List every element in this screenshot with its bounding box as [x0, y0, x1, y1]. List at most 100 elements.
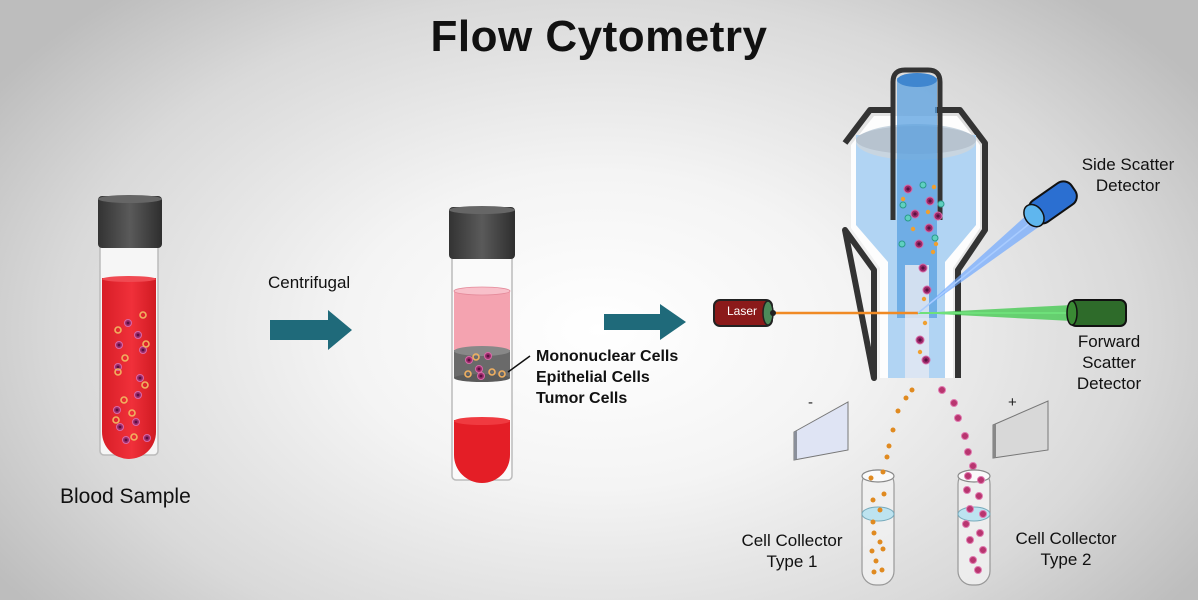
droplet-cell [966, 536, 974, 544]
droplet-cell [890, 427, 896, 433]
layer-contents-list: Mononuclear Cells Epithelial Cells Tumor… [536, 346, 678, 409]
droplet-cell [904, 214, 912, 222]
negative-plate-label: - [808, 394, 813, 411]
droplet-cell [974, 566, 982, 574]
droplet-cell [873, 558, 879, 564]
droplet-cell [931, 184, 937, 190]
droplet-cell [880, 469, 886, 475]
collector-2-label-line1: Cell Collector [1015, 529, 1117, 548]
droplet-cell [977, 476, 985, 484]
droplet-cell [979, 546, 987, 554]
droplet-cell [919, 181, 927, 189]
orange-cell [472, 353, 480, 361]
flow-cell [842, 67, 988, 381]
page-title: Flow Cytometry [430, 12, 768, 61]
droplet-cell [961, 432, 969, 440]
positive-deflection-plate [992, 400, 1049, 459]
plasma-layer [454, 290, 510, 350]
droplet-cell [880, 546, 886, 552]
orange-cell [130, 433, 138, 441]
forward-scatter-label-line3: Detector [1076, 374, 1142, 393]
forward-scatter-label: Forward Scatter Detector [1060, 331, 1158, 394]
collector-tube-1 [861, 469, 895, 586]
orange-cell [142, 340, 150, 348]
orange-cell [488, 368, 496, 376]
laser-source [713, 299, 918, 327]
layer-label-epithelial: Epithelial Cells [536, 369, 650, 386]
centrifuged-tube [449, 206, 531, 483]
droplet-cell [963, 486, 971, 494]
droplet-cell [895, 408, 901, 414]
droplet-cell [881, 491, 887, 497]
blood-sample-tube [98, 195, 162, 459]
droplet-cell [879, 567, 885, 573]
collector-1-label-line2: Type 1 [766, 552, 818, 571]
droplet-cell [925, 209, 931, 215]
blood-fill [102, 278, 156, 459]
blood-cells [112, 311, 151, 444]
orange-cell [120, 396, 128, 404]
forward-scatter-label-line2: Scatter [1082, 353, 1136, 372]
collector-tube-2 [957, 469, 991, 586]
orange-cell [114, 326, 122, 334]
next-step-arrow-icon [604, 304, 686, 340]
centrifugal-label: Centrifugal [268, 273, 351, 292]
droplet-cell [979, 510, 987, 518]
droplet-cell [931, 234, 939, 242]
droplet-cell [921, 296, 927, 302]
droplet-cell [868, 475, 874, 481]
droplet-cell [975, 492, 983, 500]
droplet-cell [969, 462, 977, 470]
side-scatter-detector [917, 180, 1078, 314]
droplet-cell [877, 539, 883, 545]
centrifugal-arrow-icon [270, 310, 352, 350]
droplet-streams [884, 386, 977, 470]
side-scatter-label-line1: Side Scatter [1081, 155, 1175, 174]
tube-cap [98, 196, 162, 248]
forward-scatter-detector [918, 299, 1127, 327]
droplet-cell [930, 249, 936, 255]
forward-scatter-label-line1: Forward [1077, 332, 1141, 351]
droplet-cell [898, 240, 906, 248]
droplet-cell [909, 387, 915, 393]
orange-cell [112, 416, 120, 424]
layer-label-mononuclear: Mononuclear Cells [536, 348, 679, 365]
collector-1-label: Cell Collector Type 1 [730, 530, 854, 572]
droplet-cell [950, 399, 958, 407]
droplet-cell [964, 472, 972, 480]
orange-cell [464, 370, 472, 378]
side-scatter-label-line2: Detector [1095, 176, 1161, 195]
droplet-cell [969, 556, 977, 564]
collector-2-label: Cell Collector Type 2 [1004, 528, 1128, 570]
orange-cell [139, 311, 147, 319]
orange-cell [121, 354, 129, 362]
orange-cell [128, 409, 136, 417]
orange-cell [141, 381, 149, 389]
orange-cell [114, 368, 122, 376]
droplet-cell [922, 320, 928, 326]
droplet-cell [884, 454, 890, 460]
droplet-cell [871, 569, 877, 575]
layer-label-tumor: Tumor Cells [536, 390, 628, 407]
collector-1-label-line1: Cell Collector [741, 531, 843, 550]
collector-2-label-line2: Type 2 [1040, 550, 1092, 569]
droplet-cell [899, 201, 907, 209]
orange-cell [498, 370, 506, 378]
side-scatter-label: Side Scatter Detector [1068, 154, 1188, 196]
droplet-cell [900, 196, 906, 202]
droplet-cell [870, 497, 876, 503]
positive-plate-label: + [1008, 394, 1017, 411]
droplet-cell [917, 349, 923, 355]
droplet-cell [954, 414, 962, 422]
droplet-cell [910, 226, 916, 232]
droplet-cell [937, 200, 945, 208]
pointer-line [507, 355, 531, 373]
red-cell-layer [454, 420, 510, 483]
negative-deflection-plate [793, 401, 849, 461]
laser-label: Laser [726, 304, 758, 318]
droplet-cell [938, 386, 946, 394]
droplet-cell [871, 530, 877, 536]
droplet-cell [877, 507, 883, 513]
droplet-cell [933, 241, 939, 247]
